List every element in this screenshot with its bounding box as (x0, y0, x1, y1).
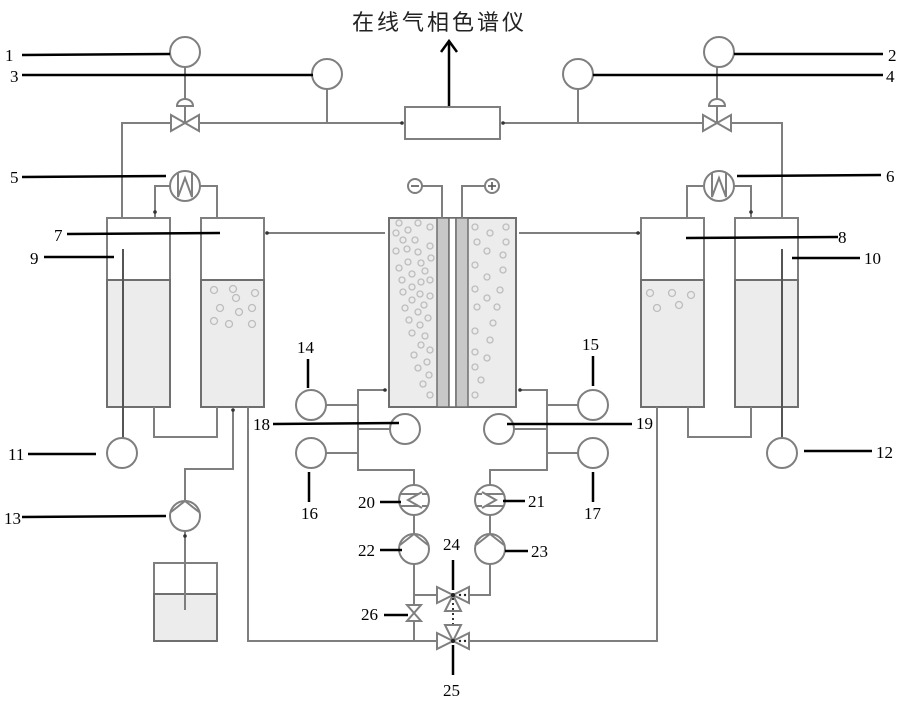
cathode-bubbles (392, 219, 435, 399)
label-26: 26 (361, 605, 378, 624)
instrument-16 (295, 437, 327, 469)
negative-terminal[interactable] (407, 178, 443, 218)
instrument-18 (389, 413, 421, 445)
pump-22[interactable] (398, 532, 430, 565)
gc-title: 在线气相色谱仪 (352, 11, 527, 36)
three-way-valve-25[interactable] (436, 624, 470, 651)
tank-10 (734, 217, 799, 440)
label-17: 17 (584, 504, 602, 523)
label-7: 7 (54, 226, 63, 245)
number-labels: 1 3 5 7 9 11 13 2 4 6 8 10 12 14 15 16 1… (4, 46, 897, 700)
label-14: 14 (297, 338, 315, 357)
instrument-19 (483, 413, 515, 445)
instrument-4 (562, 58, 594, 90)
label-6: 6 (886, 167, 895, 186)
label-1: 1 (5, 46, 14, 65)
label-20: 20 (358, 493, 375, 512)
heat-exchanger-21 (474, 484, 506, 516)
instrument-1 (169, 36, 201, 68)
label-11: 11 (8, 445, 24, 464)
instrument-17 (577, 437, 609, 469)
label-21: 21 (528, 492, 545, 511)
gas-mixer-box (404, 106, 501, 140)
control-valve-left[interactable] (170, 67, 200, 133)
label-24: 24 (443, 535, 461, 554)
left-tank-connector (153, 407, 218, 438)
control-valve-right[interactable] (702, 67, 732, 133)
label-8: 8 (838, 228, 847, 247)
right-circulation (467, 388, 578, 596)
label-4: 4 (886, 67, 895, 86)
feed-reservoir (153, 562, 218, 642)
instrument-3 (311, 58, 343, 90)
instrument-11 (106, 437, 138, 469)
valve-26[interactable] (404, 604, 424, 622)
label-16: 16 (301, 504, 318, 523)
label-22: 22 (358, 541, 375, 560)
pump-23[interactable] (474, 532, 506, 565)
tank-7 (200, 217, 265, 408)
top-gas-lines (121, 88, 783, 218)
label-2: 2 (888, 46, 897, 65)
tank-9 (106, 217, 171, 440)
instrument-14 (295, 389, 327, 421)
label-5: 5 (10, 168, 19, 187)
label-9: 9 (30, 249, 39, 268)
tank-8 (640, 217, 705, 408)
pump-13[interactable] (169, 499, 201, 532)
condenser-5 (153, 170, 218, 218)
return-loop (247, 407, 658, 642)
condenser-6 (686, 170, 753, 218)
instrument-15 (577, 389, 609, 421)
anode-bubbles (471, 223, 510, 399)
label-3: 3 (10, 67, 19, 86)
label-18: 18 (253, 415, 270, 434)
label-10: 10 (864, 249, 881, 268)
label-23: 23 (531, 542, 548, 561)
heat-exchanger-20 (398, 484, 430, 516)
label-15: 15 (582, 335, 599, 354)
label-19: 19 (636, 414, 653, 433)
positive-terminal[interactable] (461, 178, 500, 218)
leader-lines (21, 52, 883, 675)
instrument-12 (766, 437, 798, 469)
label-13: 13 (4, 509, 21, 528)
label-25: 25 (443, 681, 460, 700)
left-circulation (326, 388, 437, 640)
label-12: 12 (876, 443, 893, 462)
right-tank-connector (687, 407, 752, 438)
electrolyzer (388, 217, 517, 408)
instrument-2 (703, 36, 735, 68)
